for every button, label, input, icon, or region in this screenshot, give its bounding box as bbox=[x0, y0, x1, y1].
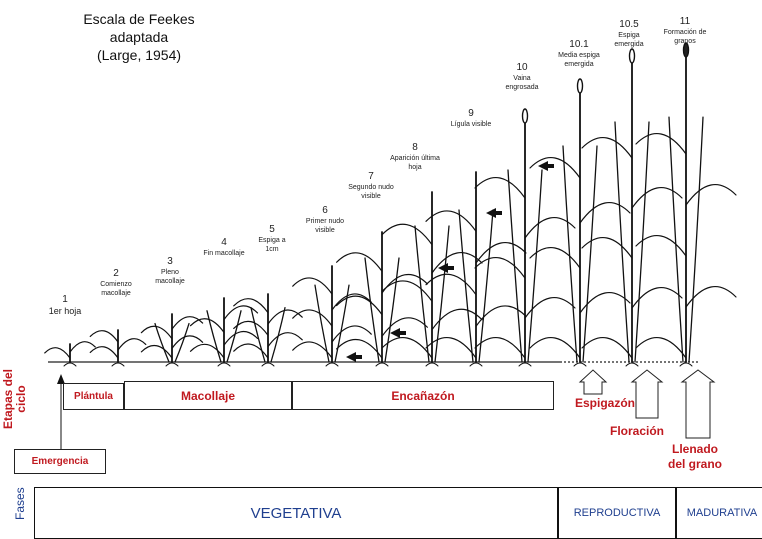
plantula-box: Plántula bbox=[63, 383, 124, 410]
espigazon-arrow bbox=[580, 370, 606, 394]
floracion-arrow bbox=[632, 370, 662, 418]
node-arrow-3 bbox=[438, 263, 454, 273]
node-arrow-5 bbox=[538, 161, 554, 171]
node-arrow-1 bbox=[346, 352, 362, 362]
wheat-plant-13 bbox=[636, 43, 736, 366]
madurativa-phase: MADURATIVA bbox=[676, 487, 762, 539]
encanazon-box: Encañazón bbox=[292, 381, 554, 410]
llenado-arrow bbox=[682, 370, 714, 438]
wheat-plant-12 bbox=[582, 49, 682, 366]
wheat-plant-10 bbox=[475, 109, 575, 366]
vegetativa-phase: VEGETATIVA bbox=[34, 487, 558, 539]
macollaje-box: Macollaje bbox=[124, 381, 292, 410]
node-arrow-2 bbox=[390, 328, 406, 338]
reproductiva-phase: REPRODUCTIVA bbox=[558, 487, 676, 539]
llenado-label: Llenado del grano bbox=[664, 442, 726, 472]
node-arrow-4 bbox=[486, 208, 502, 218]
cycle-stages-axis-label: Etapas del ciclo bbox=[2, 364, 28, 434]
wheat-plant-6 bbox=[293, 266, 372, 366]
wheat-plant-2 bbox=[90, 330, 146, 366]
wheat-plant-3 bbox=[141, 314, 202, 366]
emergencia-box: Emergencia bbox=[14, 449, 106, 474]
phases-axis-label: Fases bbox=[13, 490, 27, 520]
wheat-plant-4 bbox=[190, 298, 257, 366]
espigazon-label: Espigazón bbox=[562, 396, 648, 410]
floracion-label: Floración bbox=[604, 424, 670, 438]
wheat-plant-5 bbox=[234, 294, 302, 366]
wheat-plant-7 bbox=[337, 232, 428, 366]
